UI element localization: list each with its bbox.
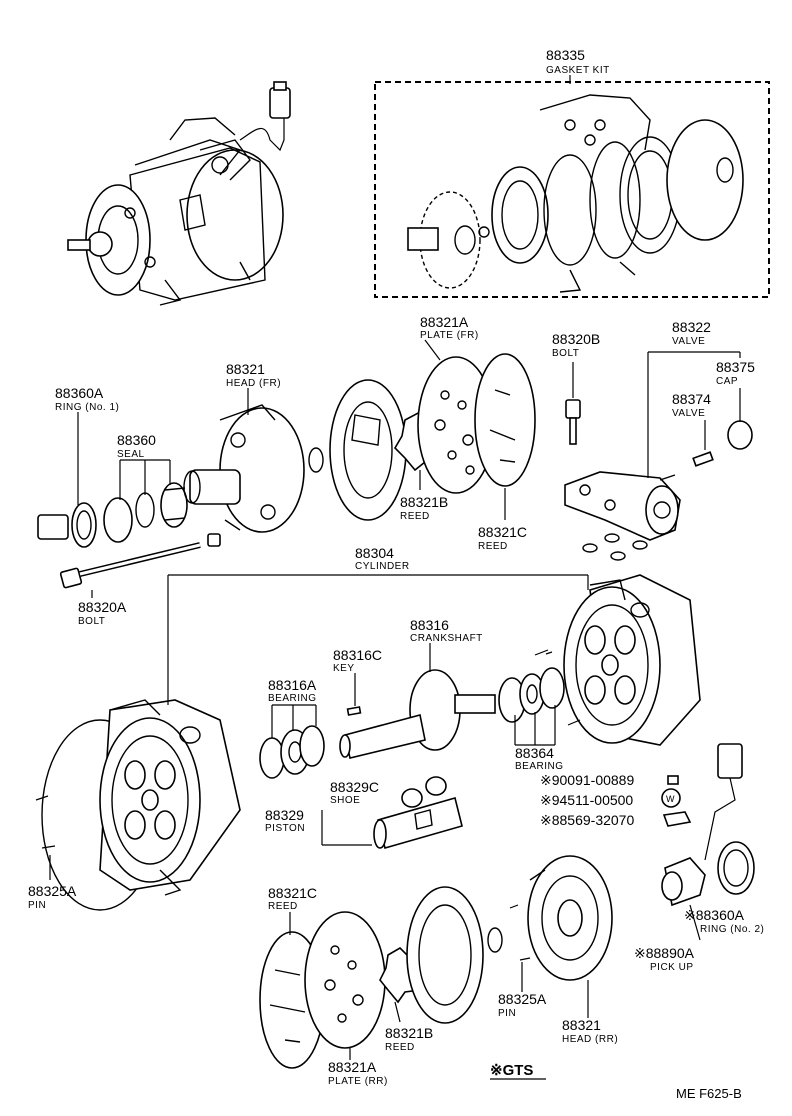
head-rr-number: 88321 xyxy=(562,1017,601,1033)
bolt-top-label: BOLT xyxy=(552,348,579,359)
key-number: 88316C xyxy=(333,647,382,663)
ring1-label: RING (No. 1) xyxy=(55,402,119,413)
small-parts: W xyxy=(661,775,692,827)
pin-left-number: 88325A xyxy=(28,883,77,899)
reed-fr-c-label: REED xyxy=(478,541,508,552)
valve-label: VALVE xyxy=(672,336,705,347)
bearing-label: BEARING xyxy=(515,761,564,772)
valve2-label: VALVE xyxy=(672,408,705,419)
valve-88374 xyxy=(692,451,714,467)
shoes xyxy=(401,776,447,808)
plate-rr-number: 88321A xyxy=(328,1059,377,1075)
part-a-number: ※90091-00889 xyxy=(540,772,634,788)
rear-bearings xyxy=(498,667,565,723)
head-fr-label: HEAD (FR) xyxy=(226,378,281,389)
head-rr-label: HEAD (RR) xyxy=(562,1034,618,1045)
pickup-sensor xyxy=(661,743,755,907)
seal-label: SEAL xyxy=(117,449,145,460)
crankshaft-label: CRANKSHAFT xyxy=(410,633,483,644)
rear-head xyxy=(527,855,613,981)
piston xyxy=(373,797,463,849)
seal-parts xyxy=(103,482,188,543)
pin-right-number: 88325A xyxy=(498,991,547,1007)
w-mark: W xyxy=(666,794,675,804)
reed-rr-c-number: 88321C xyxy=(268,885,317,901)
cylinder-front-half xyxy=(41,699,241,911)
plate-fr-number: 88321A xyxy=(420,314,469,330)
plate-fr-label: PLATE (FR) xyxy=(420,330,479,341)
pin-right-label: PIN xyxy=(498,1008,516,1019)
shoe-number: 88329C xyxy=(330,779,379,795)
bolt-88320b xyxy=(565,399,581,445)
head-fr-number: 88321 xyxy=(226,361,265,377)
reed-rr-c-label: REED xyxy=(268,901,298,912)
cap-number: 88375 xyxy=(716,359,755,375)
key xyxy=(346,706,362,716)
pickup-label: PICK UP xyxy=(650,962,694,973)
piston-number: 88329 xyxy=(265,807,304,823)
bolt-88320a xyxy=(59,533,221,589)
cylinder-number: 88304 xyxy=(355,545,394,561)
ring2-number: ※88360A xyxy=(684,907,745,923)
reference-code: ME F625-B xyxy=(676,1086,742,1101)
reed-fr-b-number: 88321B xyxy=(400,494,448,510)
front-head xyxy=(183,404,305,533)
pickup-number: ※88890A xyxy=(634,945,695,961)
valve-o-rings xyxy=(582,533,648,561)
bearing-a-number: 88316A xyxy=(268,677,317,693)
key-label: KEY xyxy=(333,663,355,674)
bolt-top-number: 88320B xyxy=(552,331,600,347)
valve-number: 88322 xyxy=(672,319,711,335)
cylinder-label: CYLINDER xyxy=(355,561,410,572)
front-bearings xyxy=(259,725,325,779)
ring-no1 xyxy=(37,502,97,548)
bearing-a-label: BEARING xyxy=(268,693,317,704)
o-ring-front xyxy=(308,447,324,473)
seal-number: 88360 xyxy=(117,432,156,448)
reed-fr-b-label: REED xyxy=(400,511,430,522)
bolt-label: BOLT xyxy=(78,616,105,627)
pin-left-label: PIN xyxy=(28,900,46,911)
gts-note: ※GTS xyxy=(490,1062,533,1079)
ring1-number: 88360A xyxy=(55,385,104,401)
part-c-number: ※88569-32070 xyxy=(540,812,634,828)
o-ring-rear xyxy=(487,927,503,953)
gasket-kit-number: 88335 xyxy=(546,47,585,63)
valve-block xyxy=(564,471,681,541)
bolt-number: 88320A xyxy=(78,599,127,615)
assembled-compressor xyxy=(67,81,291,306)
reed-rr-b-label: REED xyxy=(385,1042,415,1053)
valve2-number: 88374 xyxy=(672,391,711,407)
shoe-label: SHOE xyxy=(330,795,360,806)
gasket-kit-parts xyxy=(407,94,744,293)
reed-rr-b-number: 88321B xyxy=(385,1025,433,1041)
reed-fr-c-number: 88321C xyxy=(478,524,527,540)
gasket-kit-box xyxy=(374,81,770,298)
crankshaft xyxy=(339,669,496,759)
ring2-label: RING (No. 2) xyxy=(700,924,764,935)
plate-rr-label: PLATE (RR) xyxy=(328,1076,388,1087)
gasket-kit-label: GASKET KIT xyxy=(546,65,610,76)
cylinder-rear-half xyxy=(563,574,701,746)
crankshaft-number: 88316 xyxy=(410,617,449,633)
cap-label: CAP xyxy=(716,376,738,387)
piston-label: PISTON xyxy=(265,823,305,834)
bearing-number: 88364 xyxy=(515,745,554,761)
rear-plate-reed xyxy=(406,886,484,1024)
front-reed-c xyxy=(474,353,536,487)
part-b-number: ※94511-00500 xyxy=(540,792,633,808)
